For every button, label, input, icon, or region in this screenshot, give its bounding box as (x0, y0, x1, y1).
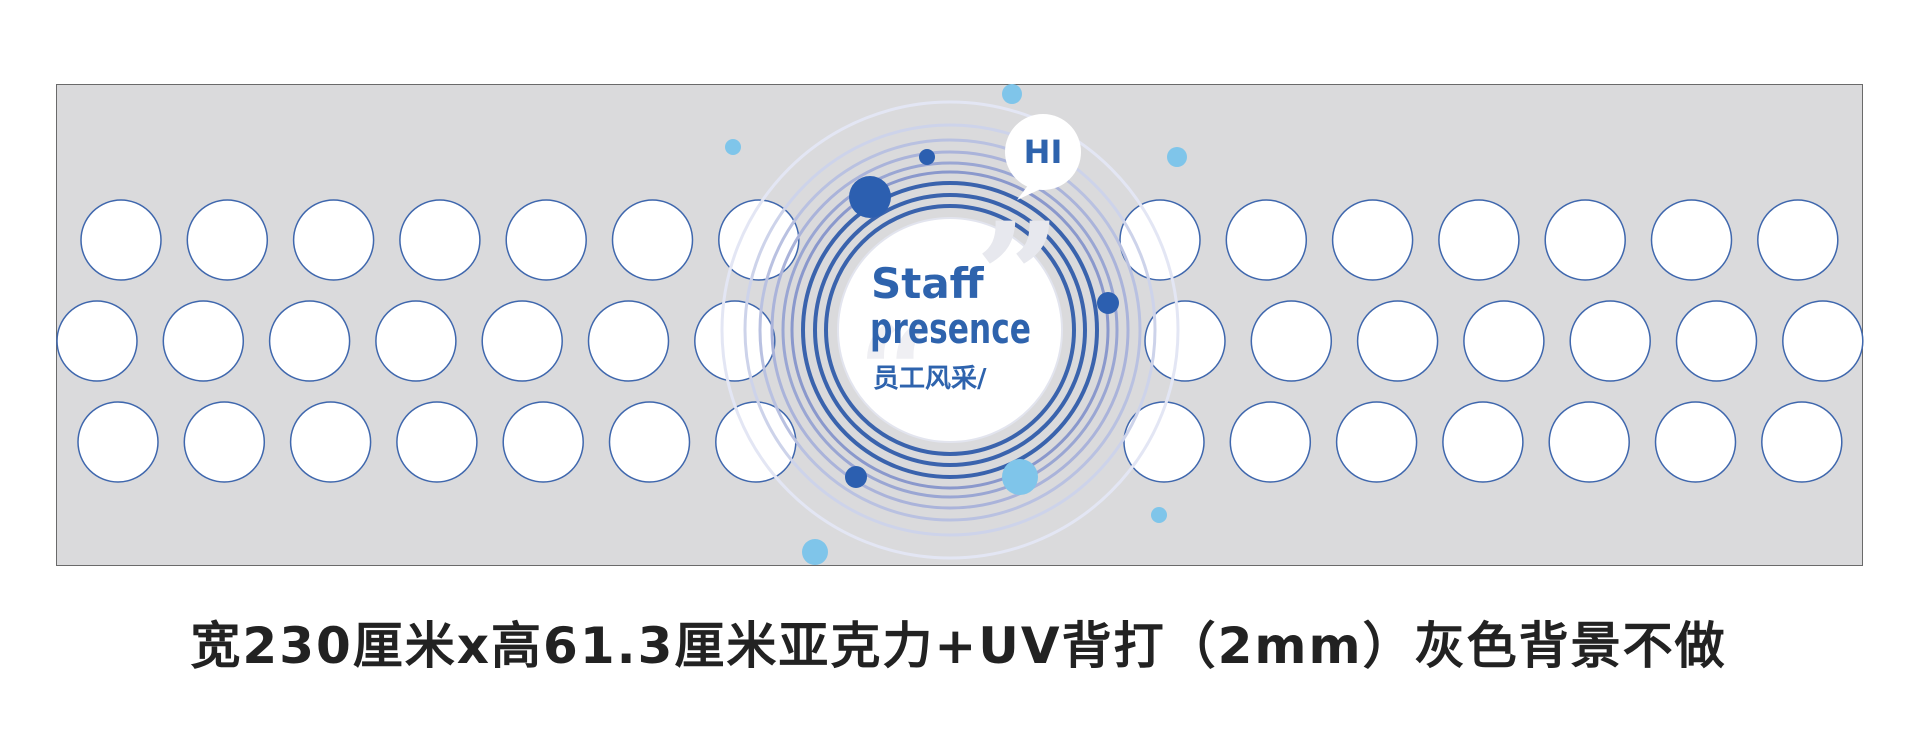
photo-slot (587, 300, 670, 382)
photo-slot (502, 401, 584, 483)
photo-slot (1250, 300, 1333, 382)
photo-slot (396, 401, 478, 483)
photo-slot (1569, 300, 1651, 382)
bubble-text: HI (1024, 133, 1063, 171)
photo-slot (1650, 199, 1733, 281)
photo-slot (1123, 401, 1205, 483)
quote-mark-icon: ” (975, 190, 1061, 366)
photo-slot (1654, 401, 1737, 483)
orbit-dot (849, 176, 891, 218)
badge-title-line2: presence (870, 304, 1031, 353)
quote-mark-icon: “ (858, 296, 933, 449)
outer-ring (743, 123, 1157, 537)
photo-slot (715, 401, 797, 483)
inner-ring (801, 181, 1099, 479)
photo-slot (1229, 401, 1312, 483)
photo-slot (694, 300, 776, 382)
outer-ring (720, 100, 1180, 560)
photo-slot (162, 300, 245, 382)
orbit-dot (845, 466, 867, 488)
photo-slot (611, 199, 694, 281)
photo-slot (1225, 199, 1308, 281)
orbit-dot (1097, 292, 1119, 314)
photo-slot (183, 401, 266, 483)
photo-slot (292, 199, 375, 281)
floating-dot (725, 139, 741, 155)
photo-slot (80, 199, 162, 281)
photo-slot (1356, 300, 1439, 382)
photo-slot (1675, 300, 1758, 382)
photo-slot (1782, 300, 1864, 382)
photo-slot (375, 300, 457, 382)
photo-slot (399, 199, 481, 281)
speech-bubble-icon: HI (1005, 114, 1081, 200)
floating-dot (1002, 84, 1022, 104)
floating-dot (802, 539, 828, 565)
inner-ring (813, 193, 1087, 467)
orbit-dot (919, 149, 935, 165)
photo-slot (481, 300, 563, 382)
outer-ring (781, 161, 1119, 499)
photo-slot (1463, 300, 1545, 382)
badge-title-line1: Staff (871, 259, 985, 308)
orbit-dot (1002, 459, 1038, 495)
inner-ring (824, 204, 1076, 456)
photo-slot (608, 401, 691, 483)
photo-slot (56, 300, 138, 382)
photo-slot (505, 199, 587, 281)
spec-caption: 宽230厘米x高61.3厘米亚克力+UV背打（2mm）灰色背景不做 (190, 617, 1727, 675)
photo-slot (268, 300, 351, 382)
photo-slot (1144, 300, 1226, 382)
outer-ring (758, 138, 1142, 522)
photo-slot (1757, 199, 1839, 281)
photo-slot (1331, 199, 1414, 281)
floating-dot (1151, 507, 1167, 523)
photo-slot (1438, 199, 1520, 281)
photo-slot (186, 199, 269, 281)
photo-slot (718, 199, 800, 281)
center-disc (837, 217, 1063, 443)
photo-slot (1544, 199, 1626, 281)
outer-ring (790, 170, 1110, 490)
photo-slot (1548, 401, 1630, 483)
staff-presence-badge: ” “ Staff presence 员工风采/ HI (720, 84, 1187, 565)
floating-dot (1167, 147, 1187, 167)
photo-slot-grid (56, 199, 1864, 483)
photo-slot (1442, 401, 1524, 483)
badge-subtitle: 员工风采/ (873, 364, 987, 394)
photo-slot (1335, 401, 1418, 483)
outer-ring (770, 150, 1130, 510)
photo-slot (1761, 401, 1843, 483)
photo-slot (289, 401, 372, 483)
photo-slot (77, 401, 159, 483)
